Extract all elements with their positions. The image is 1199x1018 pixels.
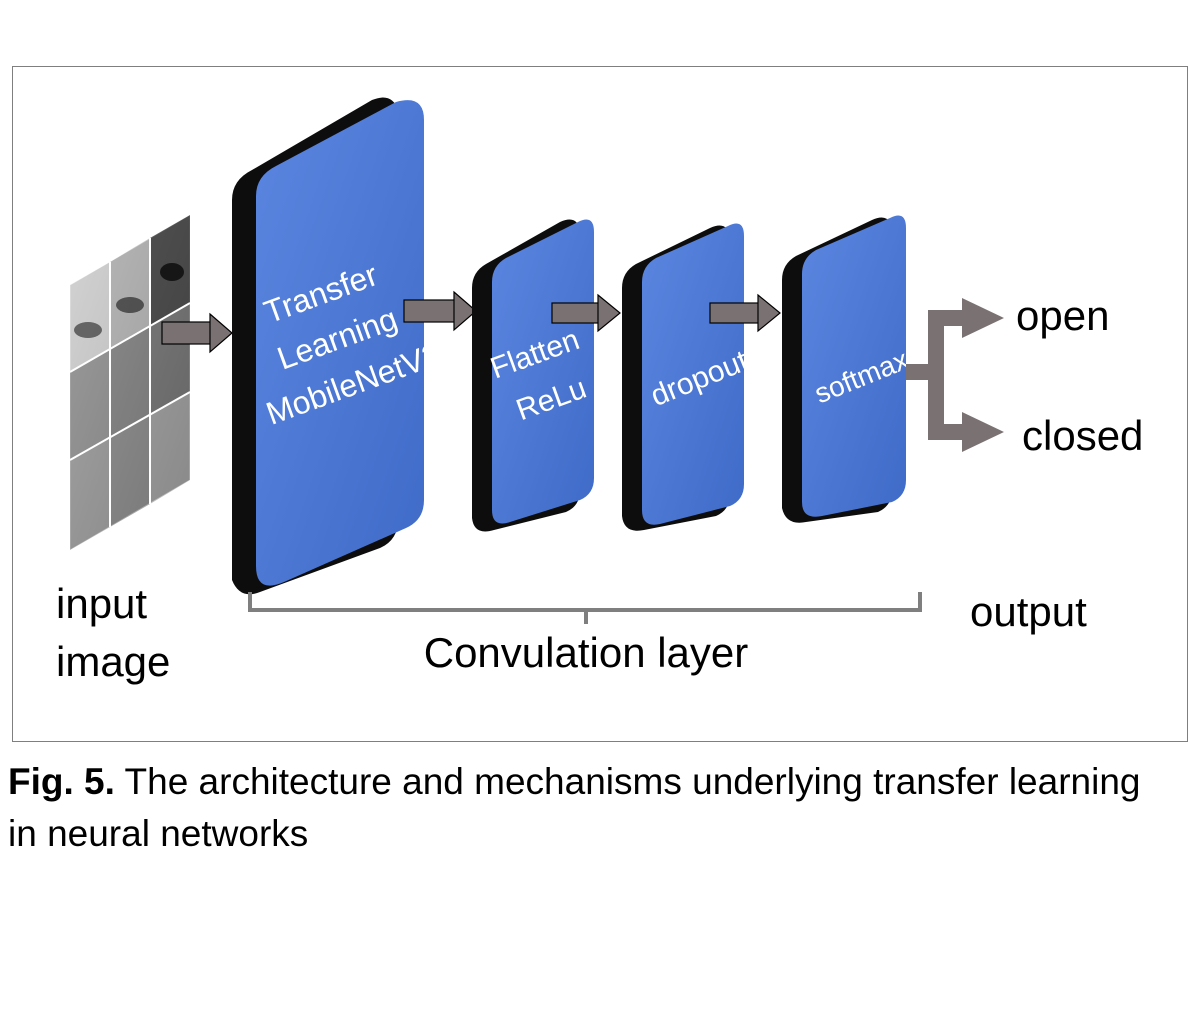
arrow-dropout-to-softmax <box>709 293 781 333</box>
caption-text: The architecture and mechanisms underlyi… <box>8 761 1141 854</box>
caption-fig-label: Fig. 5. <box>8 761 115 802</box>
eye-icon <box>160 263 184 281</box>
arrow-mobilenet-to-flatten <box>403 290 477 332</box>
output-label: output <box>970 588 1087 635</box>
eye-icon <box>116 297 144 313</box>
output-split-arrows <box>906 298 1004 452</box>
diagram-frame <box>12 66 1188 742</box>
output-closed-label: closed <box>1022 412 1143 459</box>
block-flatten: Flatten ReLu <box>472 219 594 532</box>
block-dropout: dropout <box>622 223 753 531</box>
input-label-line-1: input <box>56 580 147 627</box>
output-open-label: open <box>1016 292 1109 339</box>
block-mobilenet: Transfer Learning MobileNetV2 <box>232 97 446 595</box>
figure-caption: Fig. 5. The architecture and mechanisms … <box>8 756 1158 860</box>
arrow-input-to-mobilenet <box>161 312 233 354</box>
input-image-grid <box>69 214 191 551</box>
input-label-line-2: image <box>56 638 170 685</box>
block-softmax: softmax <box>782 215 913 523</box>
arrow-flatten-to-dropout <box>551 293 621 333</box>
eye-icon <box>74 322 102 338</box>
bracket-label: Convulation layer <box>424 629 749 676</box>
convolution-bracket <box>248 592 922 624</box>
